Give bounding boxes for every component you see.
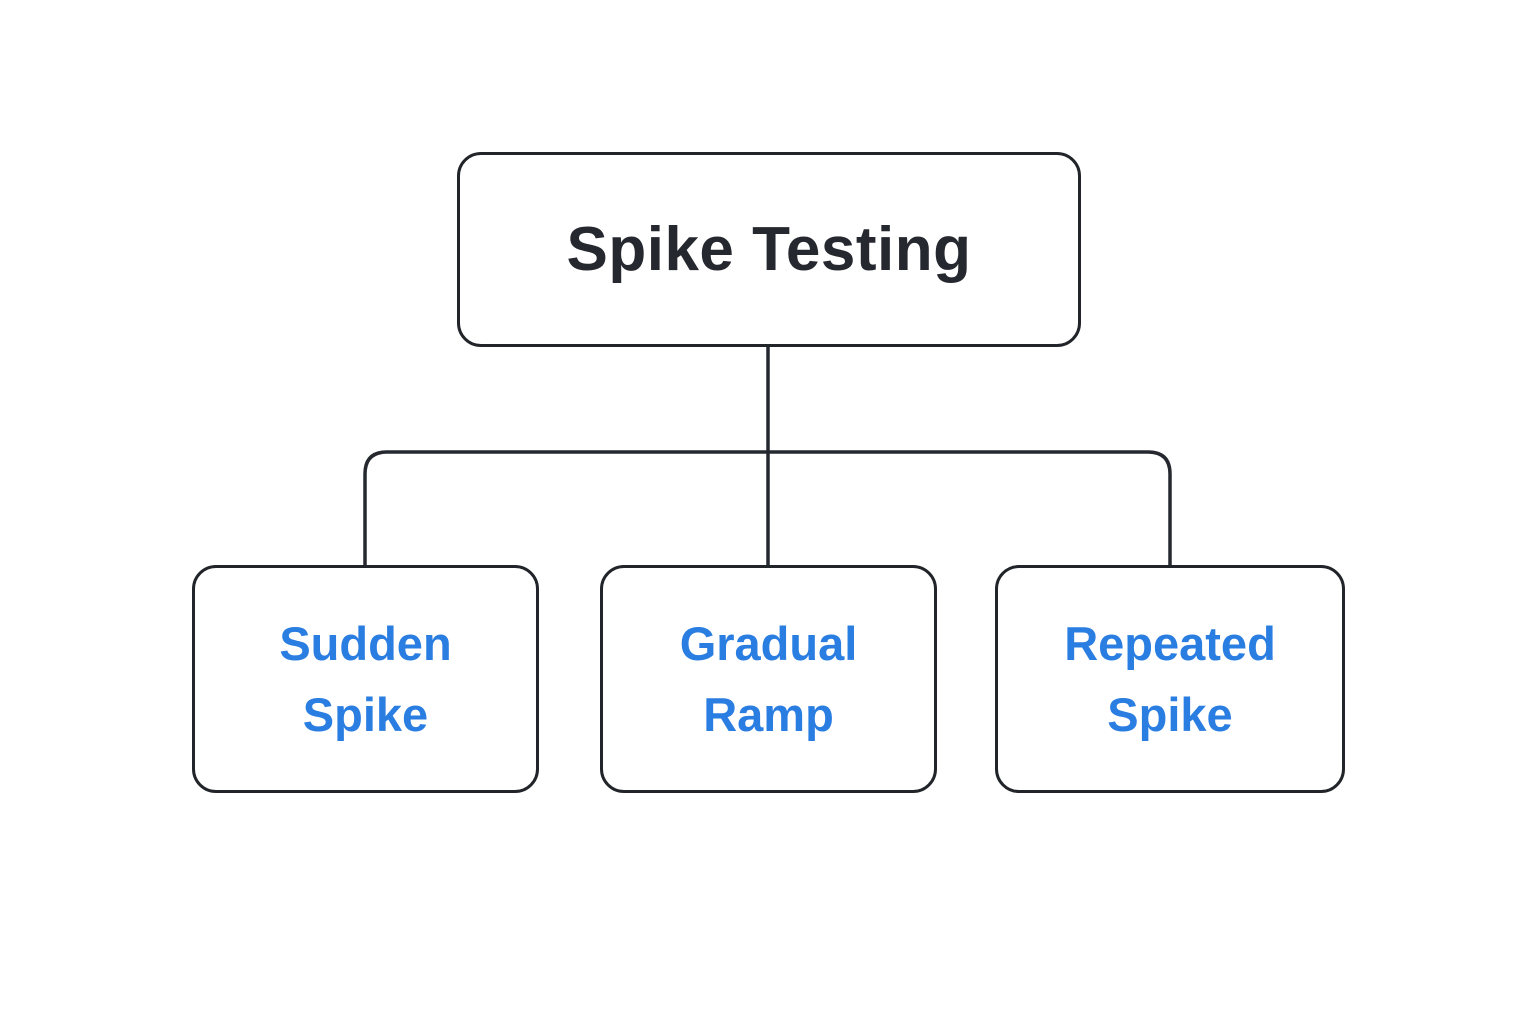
- node-spike-testing-label: Spike Testing: [566, 215, 972, 284]
- connector-bus-left-right: [363, 450, 1172, 565]
- node-spike-testing: Spike Testing: [457, 152, 1081, 347]
- node-gradual-ramp: Gradual Ramp: [600, 565, 937, 793]
- node-repeated-spike-label: Repeated Spike: [1064, 616, 1276, 741]
- node-repeated-spike: Repeated Spike: [995, 565, 1345, 793]
- node-sudden-spike: Sudden Spike: [192, 565, 539, 793]
- node-sudden-spike-label: Sudden Spike: [279, 616, 452, 741]
- node-gradual-ramp-label: Gradual Ramp: [679, 616, 858, 741]
